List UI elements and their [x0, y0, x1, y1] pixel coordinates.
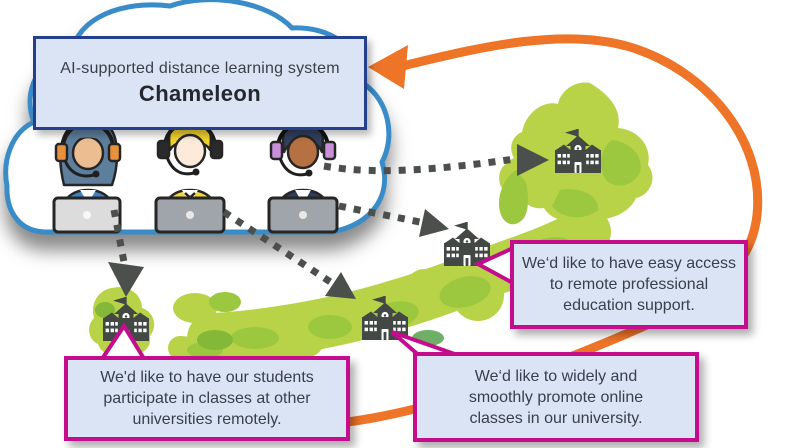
dotted-arrow-to-chubu — [222, 209, 356, 299]
bubble-line: We'd like to have our students — [100, 369, 314, 386]
speech-bubble-online-classes: We‘d like to widely and smoothly promote… — [413, 352, 699, 442]
bubble-line: education support. — [563, 297, 695, 314]
dotted-arrow-to-tohoku — [338, 202, 449, 237]
bubble-line: classes in our university. — [469, 409, 643, 427]
mic-icon — [63, 159, 95, 178]
bubble-line: We‘d like to have easy access — [521, 255, 737, 272]
system-title: Chameleon — [138, 80, 262, 106]
operator-headset-icon-yellow — [154, 113, 226, 234]
dotted-arrow-to-kyushu — [108, 209, 144, 297]
bubble-line: to remote professional — [549, 276, 709, 293]
system-subtitle: AI-supported distance learning system — [60, 59, 340, 77]
orange-arrowhead-icon — [368, 45, 408, 89]
dotted-arrow-to-hokkaido — [323, 144, 549, 176]
bubble-line: We‘d like to widely and — [474, 367, 638, 385]
bubble-line: universities remotely. — [132, 411, 282, 428]
mic-icon — [165, 156, 195, 176]
mic-icon — [278, 157, 308, 177]
bubble-line: smoothly promote online — [468, 388, 644, 406]
operator-headset-icon-blue — [52, 117, 122, 234]
speech-bubble-easy-access: We‘d like to have easy access to remote … — [510, 240, 748, 329]
speech-bubble-students: We'd like to have our students participa… — [64, 356, 350, 441]
bubble-line: participate in classes at other — [103, 390, 311, 407]
system-title-box: AI-supported distance learning system Ch… — [33, 36, 367, 130]
